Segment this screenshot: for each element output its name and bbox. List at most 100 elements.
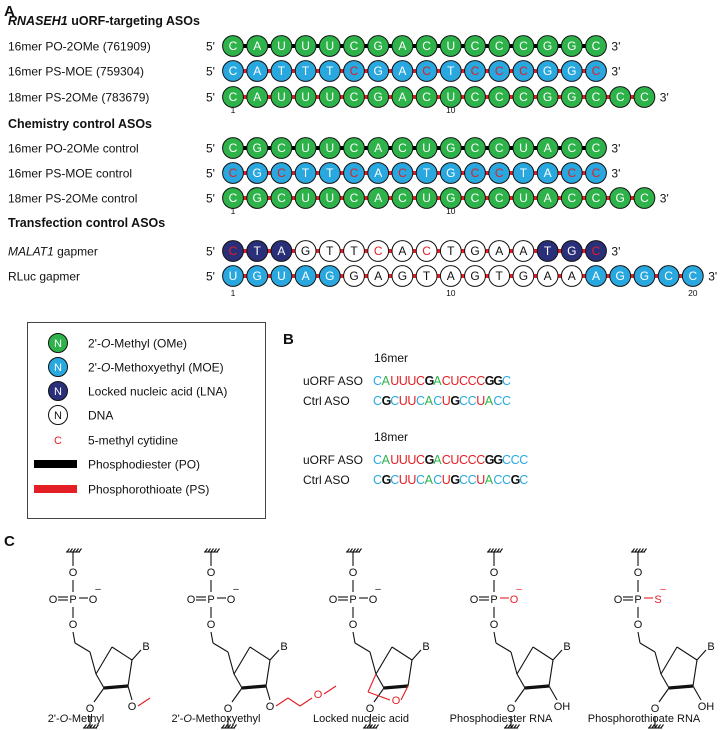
nucleotide-circle xyxy=(415,137,438,159)
nucleotide-circle xyxy=(536,240,559,262)
seq-letter: G xyxy=(382,473,392,487)
charge: – xyxy=(516,584,522,595)
nucleotide: T xyxy=(536,240,559,262)
seq-letter: C xyxy=(459,473,468,487)
atom: O xyxy=(470,594,479,606)
nucleotide-circle xyxy=(464,137,486,159)
nucleotide-base: U xyxy=(301,39,310,53)
nucleotide-circle xyxy=(318,137,341,159)
nucleotide: C xyxy=(415,86,438,108)
seq-letter: C xyxy=(468,374,477,388)
nucleotide-circle xyxy=(367,162,390,184)
nucleotide: U xyxy=(318,187,341,209)
nucleotide-base: C xyxy=(229,64,238,78)
charge: – xyxy=(95,584,101,595)
nucleotide-circle xyxy=(512,187,535,209)
bond xyxy=(78,548,82,553)
bond xyxy=(516,646,534,675)
bond xyxy=(648,724,652,729)
nucleotide: G xyxy=(560,35,583,57)
nucleotide: C xyxy=(270,137,293,159)
bond xyxy=(210,631,214,644)
bond xyxy=(269,649,280,661)
nucleotide-base: C xyxy=(495,64,504,78)
nucleotide-circle xyxy=(270,35,293,57)
nucleotide: C xyxy=(681,265,704,287)
nucleotide: T xyxy=(246,240,269,262)
nucleotide: C xyxy=(391,137,414,159)
nucleotide-circle xyxy=(488,60,511,82)
label-part: MALAT1 xyxy=(8,245,54,259)
bond xyxy=(367,673,377,693)
nucleotide: U xyxy=(294,86,317,108)
nucleotide: C xyxy=(560,162,583,184)
bond xyxy=(265,659,271,687)
nucleotide-circle xyxy=(415,240,438,262)
nucleotide-circle xyxy=(343,60,365,82)
seq-letter: C xyxy=(433,394,442,408)
nucleotide-base: C xyxy=(592,244,601,258)
atom: O xyxy=(187,594,196,606)
nucleotide: C xyxy=(222,86,244,108)
seq-letter: U xyxy=(407,374,416,388)
bond xyxy=(692,659,698,687)
nucleotide: C xyxy=(391,187,414,209)
nucleotide: G xyxy=(246,265,269,287)
bond xyxy=(204,548,208,553)
structure-name: Phosphorothioate RNA xyxy=(588,713,701,725)
nucleotide-base: G xyxy=(567,90,576,104)
nucleotide: G xyxy=(367,35,390,57)
nucleotide: C xyxy=(633,187,656,209)
bond xyxy=(299,697,313,707)
nucleotide-circle xyxy=(415,35,438,57)
nucleotide-circle xyxy=(488,35,511,57)
nucleotide-circle xyxy=(439,240,462,262)
bond xyxy=(375,646,393,675)
bond xyxy=(131,649,142,661)
legend-glyph: N xyxy=(54,362,62,374)
nucleotide: U xyxy=(439,86,462,108)
nucleotide-circle xyxy=(439,162,462,184)
bond xyxy=(66,548,70,553)
nucleotide-base: A xyxy=(374,269,382,283)
bond xyxy=(510,724,514,729)
nucleotide: C xyxy=(222,162,244,184)
nucleotide-circle xyxy=(294,162,317,184)
bond xyxy=(637,631,641,644)
nucleotide-circle xyxy=(439,86,462,108)
legend-glyph: N xyxy=(54,386,62,398)
nucleotide: T xyxy=(294,60,317,82)
nucleotide-circle xyxy=(681,265,704,287)
nucleotide-base: U xyxy=(325,191,334,205)
nucleotide-base: T xyxy=(302,166,310,180)
nucleotide-base: C xyxy=(567,141,576,155)
nucleotide: T xyxy=(318,60,341,82)
atom: S xyxy=(654,594,661,606)
nucleotide-base: A xyxy=(398,90,406,104)
nucleotide-circle xyxy=(512,265,535,287)
seq-letter: C xyxy=(493,394,502,408)
bond xyxy=(224,724,228,729)
seq-letter: C xyxy=(442,453,451,467)
nucleotide-circle xyxy=(367,60,390,82)
legend-label: DNA xyxy=(88,409,113,423)
bond xyxy=(241,684,267,690)
nucleotide-circle xyxy=(415,265,438,287)
seq-letter: A xyxy=(485,394,494,408)
atom: O xyxy=(86,703,95,715)
nucleotide-base: G xyxy=(253,166,262,180)
nucleotide-base: G xyxy=(543,39,552,53)
nucleotide-circle xyxy=(585,265,607,287)
nucleotide: C xyxy=(343,86,365,108)
nucleotide-circle xyxy=(246,86,269,108)
nucleotide-base: C xyxy=(422,90,431,104)
nucleotide-circle xyxy=(439,187,462,209)
seq-letter: C xyxy=(459,453,468,467)
bond xyxy=(548,659,554,687)
seq-letter: C xyxy=(373,394,382,408)
label-part: Phosphodiester (PO) xyxy=(88,458,200,472)
legend-glyph: C xyxy=(54,435,62,447)
nucleotide-base: A xyxy=(277,244,285,258)
